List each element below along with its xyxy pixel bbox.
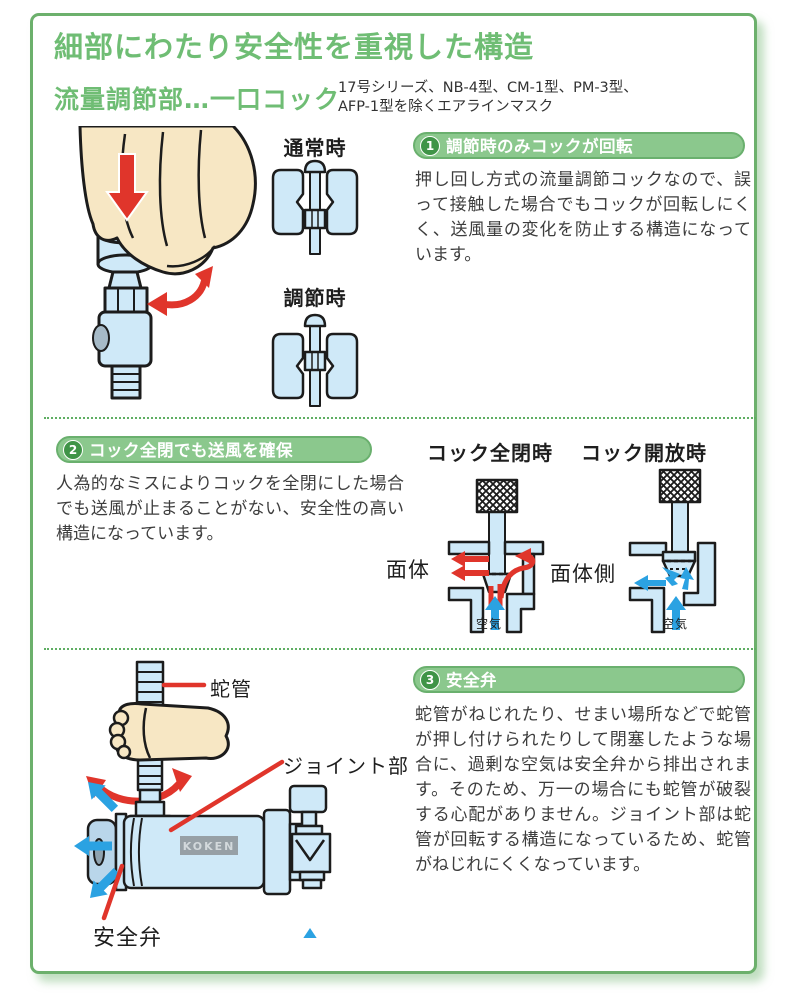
svg-text:KOKEN: KOKEN	[183, 840, 236, 853]
cock-open-title: コック開放時	[581, 441, 707, 465]
section1-body: 押し回し方式の流量調節コックなので、誤って接触した場合でもコックが回転しにくく、…	[415, 170, 751, 265]
section2-number: 2	[63, 439, 83, 460]
section3-number: 3	[420, 669, 440, 690]
hose-label: 蛇管	[210, 677, 252, 701]
normal-state-label: 通常時	[283, 136, 347, 160]
section2-badge: 2 コック全閉でも送風を確保	[56, 436, 372, 463]
section-subtitle: 流量調節部…一口コック	[54, 85, 341, 114]
facepiece-side-label: 面体側	[550, 562, 616, 586]
dotted-divider-1	[44, 417, 756, 419]
subtitle-note: 17号シリーズ、NB-4型、CM-1型、PM-3型、 AFP-1型を除くエアライ…	[338, 80, 638, 115]
leader-lines	[101, 682, 285, 921]
brand-label: KOKEN	[180, 836, 238, 855]
cock-rotation-illustration	[78, 126, 359, 407]
cock-section-normal	[271, 159, 359, 255]
press-down-arrow	[105, 153, 149, 222]
inlet-air-arrow	[300, 928, 320, 938]
air-label-right: 空気	[662, 617, 689, 631]
air-label-left: 空気	[476, 617, 503, 631]
valve-closed-diagram	[447, 478, 545, 634]
valve-open-diagram	[628, 468, 717, 634]
rotate-arrow	[147, 266, 213, 316]
blue-flow-arrows	[634, 567, 694, 630]
dotted-divider-2	[44, 648, 756, 650]
cock-closed-title: コック全閉時	[427, 441, 553, 465]
section2-body: 人為的なミスによりコックを全閉にした場合でも送風が止まることがない、安全性の高い…	[56, 474, 404, 544]
air-inlet-arrow	[485, 596, 505, 630]
cock-section-adjust	[271, 313, 359, 407]
gripping-hand	[108, 702, 230, 762]
safety-valve-label: 安全弁	[93, 926, 163, 951]
section3-badge: 3 安全弁	[413, 666, 745, 693]
section1-number: 1	[420, 135, 440, 156]
section1-badge: 1 調節時のみコックが回転	[413, 132, 745, 159]
section3-body: 蛇管がねじれたり、せまい場所などで蛇管が押し付けられたりして閉塞したような場合に…	[415, 705, 751, 875]
red-flow-arrows	[451, 548, 536, 610]
adjust-state-label: 調節時	[283, 286, 347, 310]
joint-label: ジョイント部	[283, 754, 409, 778]
page-title: 細部にわたり安全性を重視した構造	[54, 30, 535, 64]
facepiece-label: 面体	[386, 558, 430, 582]
safety-valve-illustration: KOKEN	[74, 660, 332, 938]
